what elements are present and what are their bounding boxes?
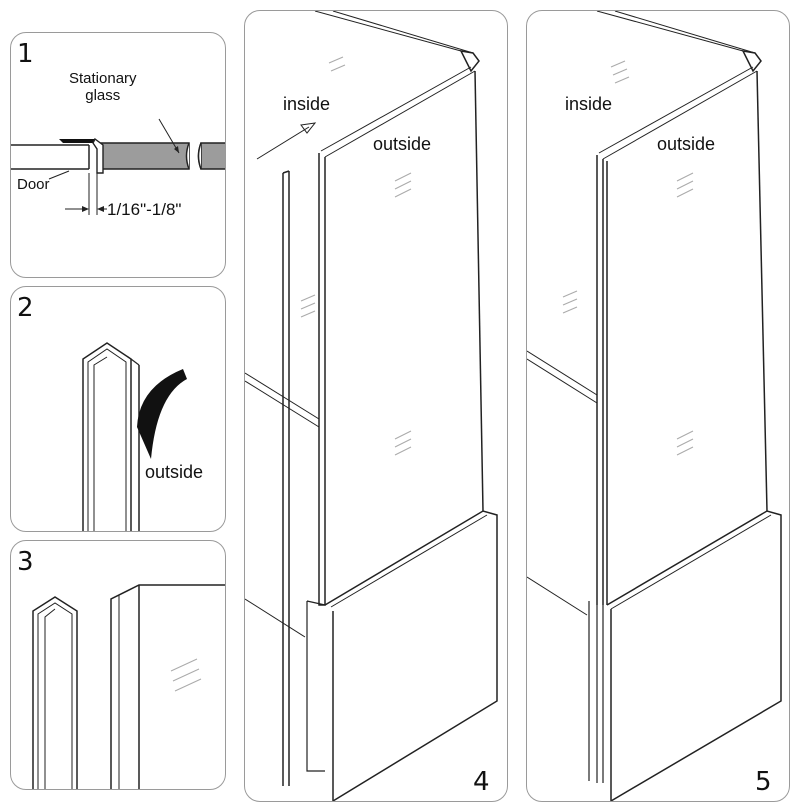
panel-1-number: 1 xyxy=(17,39,34,69)
seal-profile xyxy=(59,139,95,143)
outside-label: outside xyxy=(657,134,716,154)
panel-2: 2 outside xyxy=(10,286,226,532)
panel-5: inside outside 5 xyxy=(526,10,790,802)
panel-2-number: 2 xyxy=(17,293,34,323)
gap-dimension-label: 1/16"-1/8" xyxy=(107,200,182,219)
adhesive-tape-icon xyxy=(137,369,187,459)
panel-4-number: 4 xyxy=(473,767,490,797)
glass-reflection-icon xyxy=(170,658,202,692)
panel-3: 3 xyxy=(10,540,226,790)
panel-1: 1 Stationary glass Door 1/16"-1/8" xyxy=(10,32,226,278)
panel-5-number: 5 xyxy=(755,767,772,797)
panel-3-seal-placement-diagram xyxy=(32,584,225,789)
inside-label: inside xyxy=(283,94,331,114)
panel-2-seal-install-diagram xyxy=(82,342,187,531)
panel-4: inside outside 4 xyxy=(244,10,508,802)
inside-label: inside xyxy=(565,94,613,114)
outside-label: outside xyxy=(373,134,432,154)
stationary-glass-label: Stationary glass xyxy=(69,70,137,104)
panel-1-cross-section-diagram xyxy=(11,118,225,215)
panel-3-number: 3 xyxy=(17,547,34,577)
outside-label: outside xyxy=(145,462,204,482)
glass-reflection-icon xyxy=(562,60,694,456)
glass-reflection-icon xyxy=(300,56,412,456)
door-label: Door xyxy=(17,176,50,193)
panel-4-shower-installed-diagram xyxy=(245,11,498,801)
panel-5-shower-sealed-diagram xyxy=(527,11,782,801)
